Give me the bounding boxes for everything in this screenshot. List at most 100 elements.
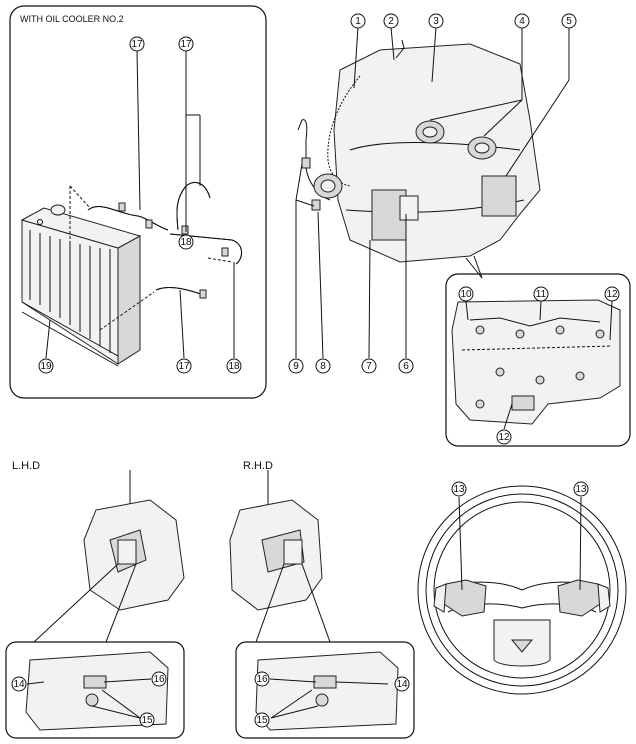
callout-circle [315, 358, 331, 374]
transmission-leaders [295, 26, 570, 359]
callout-number: 14 [396, 679, 408, 690]
callout-c19: 19 [38, 358, 54, 374]
callout-c16a: 16 [151, 671, 167, 687]
control-valve-body [451, 299, 621, 425]
callout-number: 10 [460, 289, 472, 300]
callout-circle [176, 358, 192, 374]
callout-c1: 1 [350, 13, 366, 29]
callout-number: 2 [388, 16, 394, 27]
callout-c6: 6 [398, 358, 414, 374]
callout-c17c: 17 [176, 358, 192, 374]
rhd-label: R.H.D [243, 460, 273, 472]
callout-c13b: 13 [573, 481, 589, 497]
callout-number: 16 [153, 674, 165, 685]
callout-number: 12 [498, 432, 510, 443]
callout-number: 8 [320, 361, 326, 372]
callout-c12a: 12 [604, 286, 620, 302]
dipstick-wire [327, 75, 361, 187]
rhd-detail-switch [255, 651, 399, 731]
radiator [20, 204, 142, 367]
callout-circle [383, 13, 399, 29]
lhd-detail-leaders [26, 678, 152, 719]
callout-number: 11 [536, 289, 547, 300]
callout-number: 18 [228, 361, 240, 372]
callout-c15b: 15 [254, 712, 270, 728]
callout-circle [514, 13, 530, 29]
callout-c17a: 17 [129, 36, 145, 52]
callout-circle [151, 671, 167, 687]
callout-c16b: 16 [254, 671, 270, 687]
callout-number: 18 [180, 237, 192, 248]
callout-c18b: 18 [226, 358, 242, 374]
callout-circle [350, 13, 366, 29]
callout-circle [288, 358, 304, 374]
callout-number: 13 [453, 484, 465, 495]
lhd-zoom-lines [33, 563, 137, 643]
callout-number: 15 [256, 715, 268, 726]
rhd-detail-leaders [269, 678, 389, 719]
callout-c8: 8 [315, 358, 331, 374]
oil-cooler-leaders [45, 50, 235, 359]
callout-number: 17 [180, 39, 192, 50]
callout-number: 7 [366, 361, 372, 372]
callout-circle [254, 671, 270, 687]
callout-circle [254, 712, 270, 728]
callout-number: 9 [293, 361, 299, 372]
callout-circle [573, 481, 589, 497]
callout-number: 4 [519, 16, 525, 27]
callout-c17b: 17 [178, 36, 194, 52]
callout-c11: 11 [533, 286, 549, 302]
callout-number: 3 [433, 16, 439, 27]
callout-c14b: 14 [394, 676, 410, 692]
callout-c2: 2 [383, 13, 399, 29]
callout-number: 17 [178, 361, 190, 372]
callout-c7: 7 [361, 358, 377, 374]
callout-c12b: 12 [496, 429, 512, 445]
callout-circle [38, 358, 54, 374]
rhd-detail-panel [235, 641, 415, 739]
callout-c3: 3 [428, 13, 444, 29]
transmission-assembly [333, 39, 541, 263]
callout-c14a: 14 [11, 676, 27, 692]
callout-circle [178, 234, 194, 250]
callout-circle [11, 676, 27, 692]
paddle-shifter-left [433, 579, 487, 617]
callout-circle [496, 429, 512, 445]
callout-number: 14 [13, 679, 25, 690]
callout-c15a: 15 [139, 712, 155, 728]
callout-circle [604, 286, 620, 302]
callout-circle [561, 13, 577, 29]
callout-c13a: 13 [451, 481, 467, 497]
callout-circle [178, 36, 194, 52]
callout-number: 5 [566, 16, 572, 27]
callout-circle [451, 481, 467, 497]
callout-number: 1 [355, 16, 361, 27]
rhd-zoom-lines [255, 563, 331, 643]
assembly-guide-lines [69, 185, 233, 331]
paddle-leaders [458, 496, 582, 591]
lhd-detail-switch [25, 651, 169, 731]
callout-circle [394, 676, 410, 692]
callout-number: 12 [606, 289, 618, 300]
callout-c18a: 18 [178, 234, 194, 250]
callout-circle [428, 13, 444, 29]
callout-circle [398, 358, 414, 374]
control-valve-panel [445, 273, 631, 447]
callout-circle [129, 36, 145, 52]
valve-leaders [465, 300, 613, 430]
callout-c4: 4 [514, 13, 530, 29]
callout-number: 6 [403, 361, 409, 372]
callout-circle [226, 358, 242, 374]
oil-cooler-title: WITH OIL COOLER NO.2 [20, 14, 124, 24]
callout-number: 19 [40, 361, 52, 372]
callout-circle [458, 286, 474, 302]
rhd-shift-assembly [229, 470, 323, 611]
callout-number: 16 [256, 674, 268, 685]
callout-c9: 9 [288, 358, 304, 374]
callout-circle [139, 712, 155, 728]
lhd-detail-panel [5, 641, 185, 739]
callout-circle [533, 286, 549, 302]
lhd-shift-assembly [83, 470, 185, 611]
